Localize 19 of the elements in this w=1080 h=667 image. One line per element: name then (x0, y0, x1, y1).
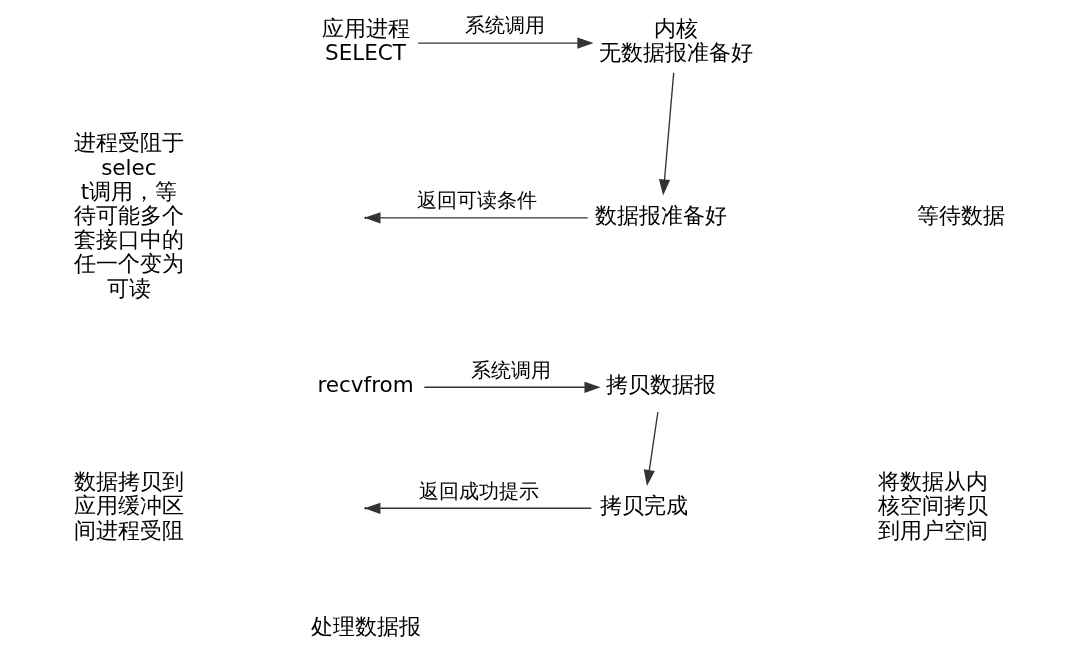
edge-label: 返回成功提示 (418, 478, 539, 503)
arrow (643, 411, 659, 487)
node-text: 处理数据报 (310, 614, 421, 640)
label: 将数据从内核空间拷贝到用户空间 (877, 469, 988, 543)
node-text: 拷贝数据报 (606, 372, 717, 398)
edge-label: 系统调用 (471, 357, 552, 382)
label: 数据拷贝到应用缓冲区间进程受阻 (73, 469, 184, 543)
edge-label: 返回可读条件 (417, 188, 538, 213)
node-text: recvfrom (317, 372, 414, 398)
node-text: 数据报准备好 (595, 202, 728, 228)
label: 进程受阻于select调用，等待可能多个套接口中的任一个变为可读 (73, 130, 184, 301)
arrow (423, 381, 601, 393)
label: 等待数据 (917, 202, 1006, 228)
edge-label: 系统调用 (465, 13, 546, 38)
node-text: 应用进程 SELECT (321, 16, 410, 66)
node-text: 内核 无数据报准备好 (599, 16, 754, 66)
arrow (658, 72, 675, 196)
arrow (417, 37, 594, 49)
node-text: 拷贝完成 (599, 493, 688, 519)
